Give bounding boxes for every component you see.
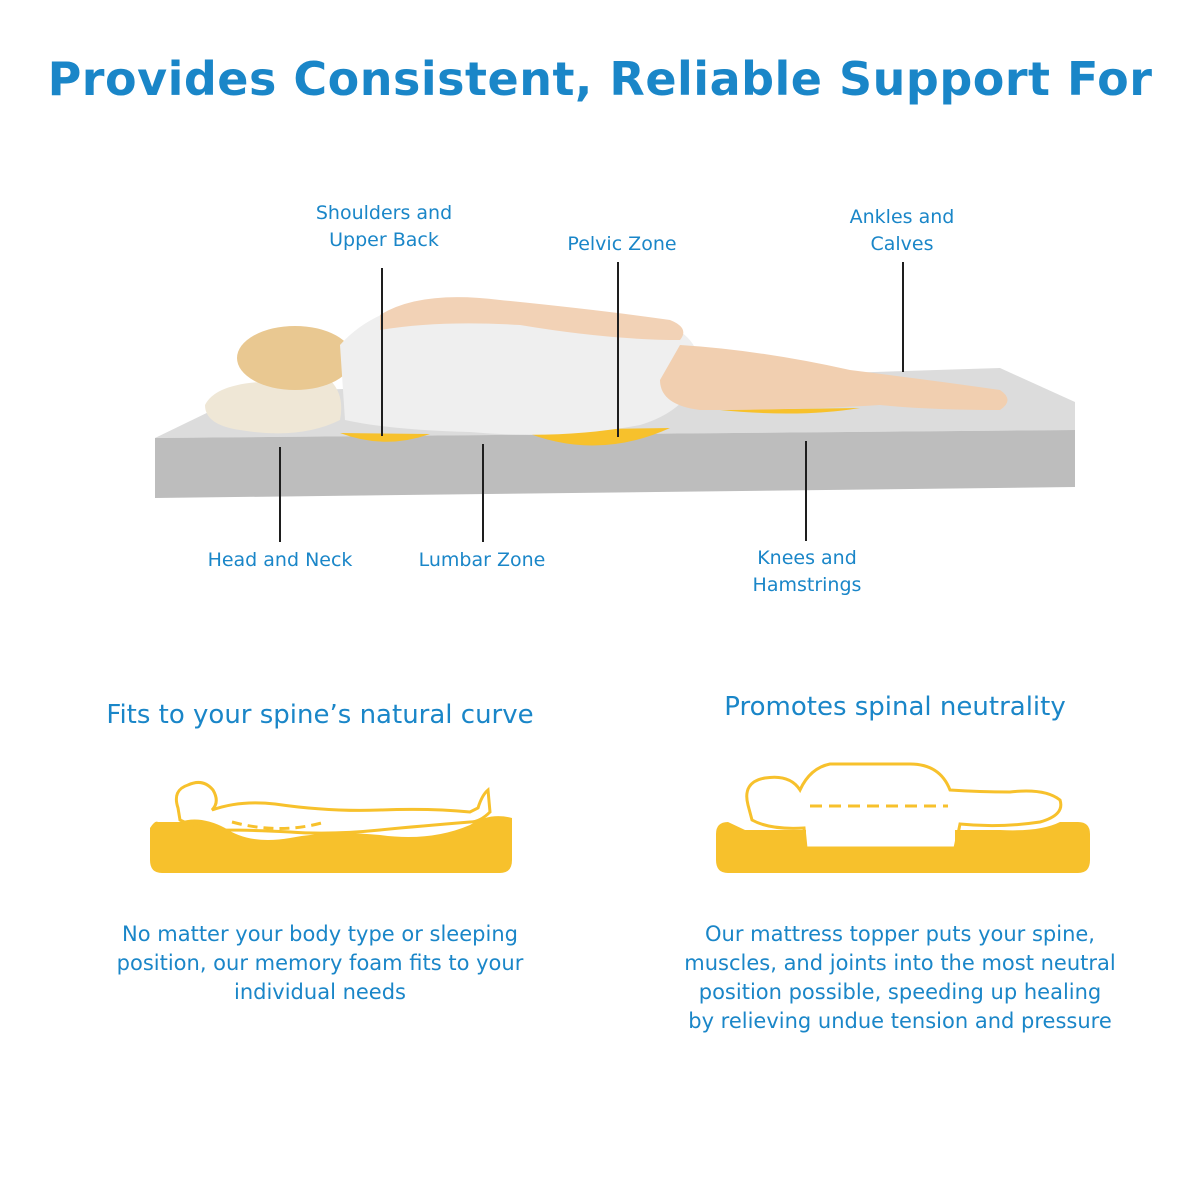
description-line: individual needs — [233, 980, 406, 1004]
leader-line-ankles — [902, 262, 904, 372]
leader-line-shoulders — [381, 268, 383, 436]
label-line: Lumbar Zone — [418, 549, 546, 571]
description-line: by relieving undue tension and pressure — [688, 1009, 1112, 1033]
label-line: Head and Neck — [207, 549, 353, 571]
label-line: Shoulders and — [315, 202, 453, 224]
leader-line-head — [279, 447, 281, 542]
foam-depression-shoulders — [340, 433, 430, 442]
leader-line-knees — [805, 441, 807, 541]
label-shoulders-upper-back: Shoulders and Upper Back — [284, 200, 484, 254]
left-panel-description: No matter your body type or sleeping pos… — [70, 920, 570, 1007]
label-line: Ankles and — [849, 206, 955, 228]
left-panel-heading: Fits to your spine’s natural curve — [106, 700, 534, 730]
label-line: Upper Back — [329, 229, 439, 251]
pillow — [205, 380, 342, 434]
description-line: muscles, and joints into the most neutra… — [684, 951, 1116, 975]
description-line: Our mattress topper puts your spine, — [705, 922, 1095, 946]
description-line: No matter your body type or sleeping — [122, 922, 518, 946]
page-title: Provides Consistent, Reliable Support Fo… — [47, 52, 1153, 106]
label-line: Pelvic Zone — [567, 233, 677, 255]
label-knees-hamstrings: Knees and Hamstrings — [707, 545, 907, 599]
right-panel-heading: Promotes spinal neutrality — [724, 692, 1066, 722]
mattress-front — [155, 430, 1075, 498]
leader-line-lumbar — [482, 444, 484, 542]
woman-legs — [660, 345, 1008, 410]
label-lumbar-zone: Lumbar Zone — [382, 547, 582, 574]
label-line: Hamstrings — [752, 574, 862, 596]
leader-line-pelvic — [617, 262, 619, 437]
label-pelvic-zone: Pelvic Zone — [522, 231, 722, 258]
label-line: Calves — [870, 233, 934, 255]
description-line: position possible, speeding up healing — [698, 980, 1102, 1004]
label-head-neck: Head and Neck — [180, 547, 380, 574]
right-panel-description: Our mattress topper puts your spine, mus… — [650, 920, 1150, 1036]
label-line: Knees and — [757, 547, 857, 569]
foam-depression-legs — [720, 408, 860, 414]
description-line: position, our memory foam fits to your — [116, 951, 524, 975]
label-ankles-calves: Ankles and Calves — [802, 204, 1002, 258]
woman-head — [237, 326, 353, 390]
woman-arm — [380, 297, 684, 340]
